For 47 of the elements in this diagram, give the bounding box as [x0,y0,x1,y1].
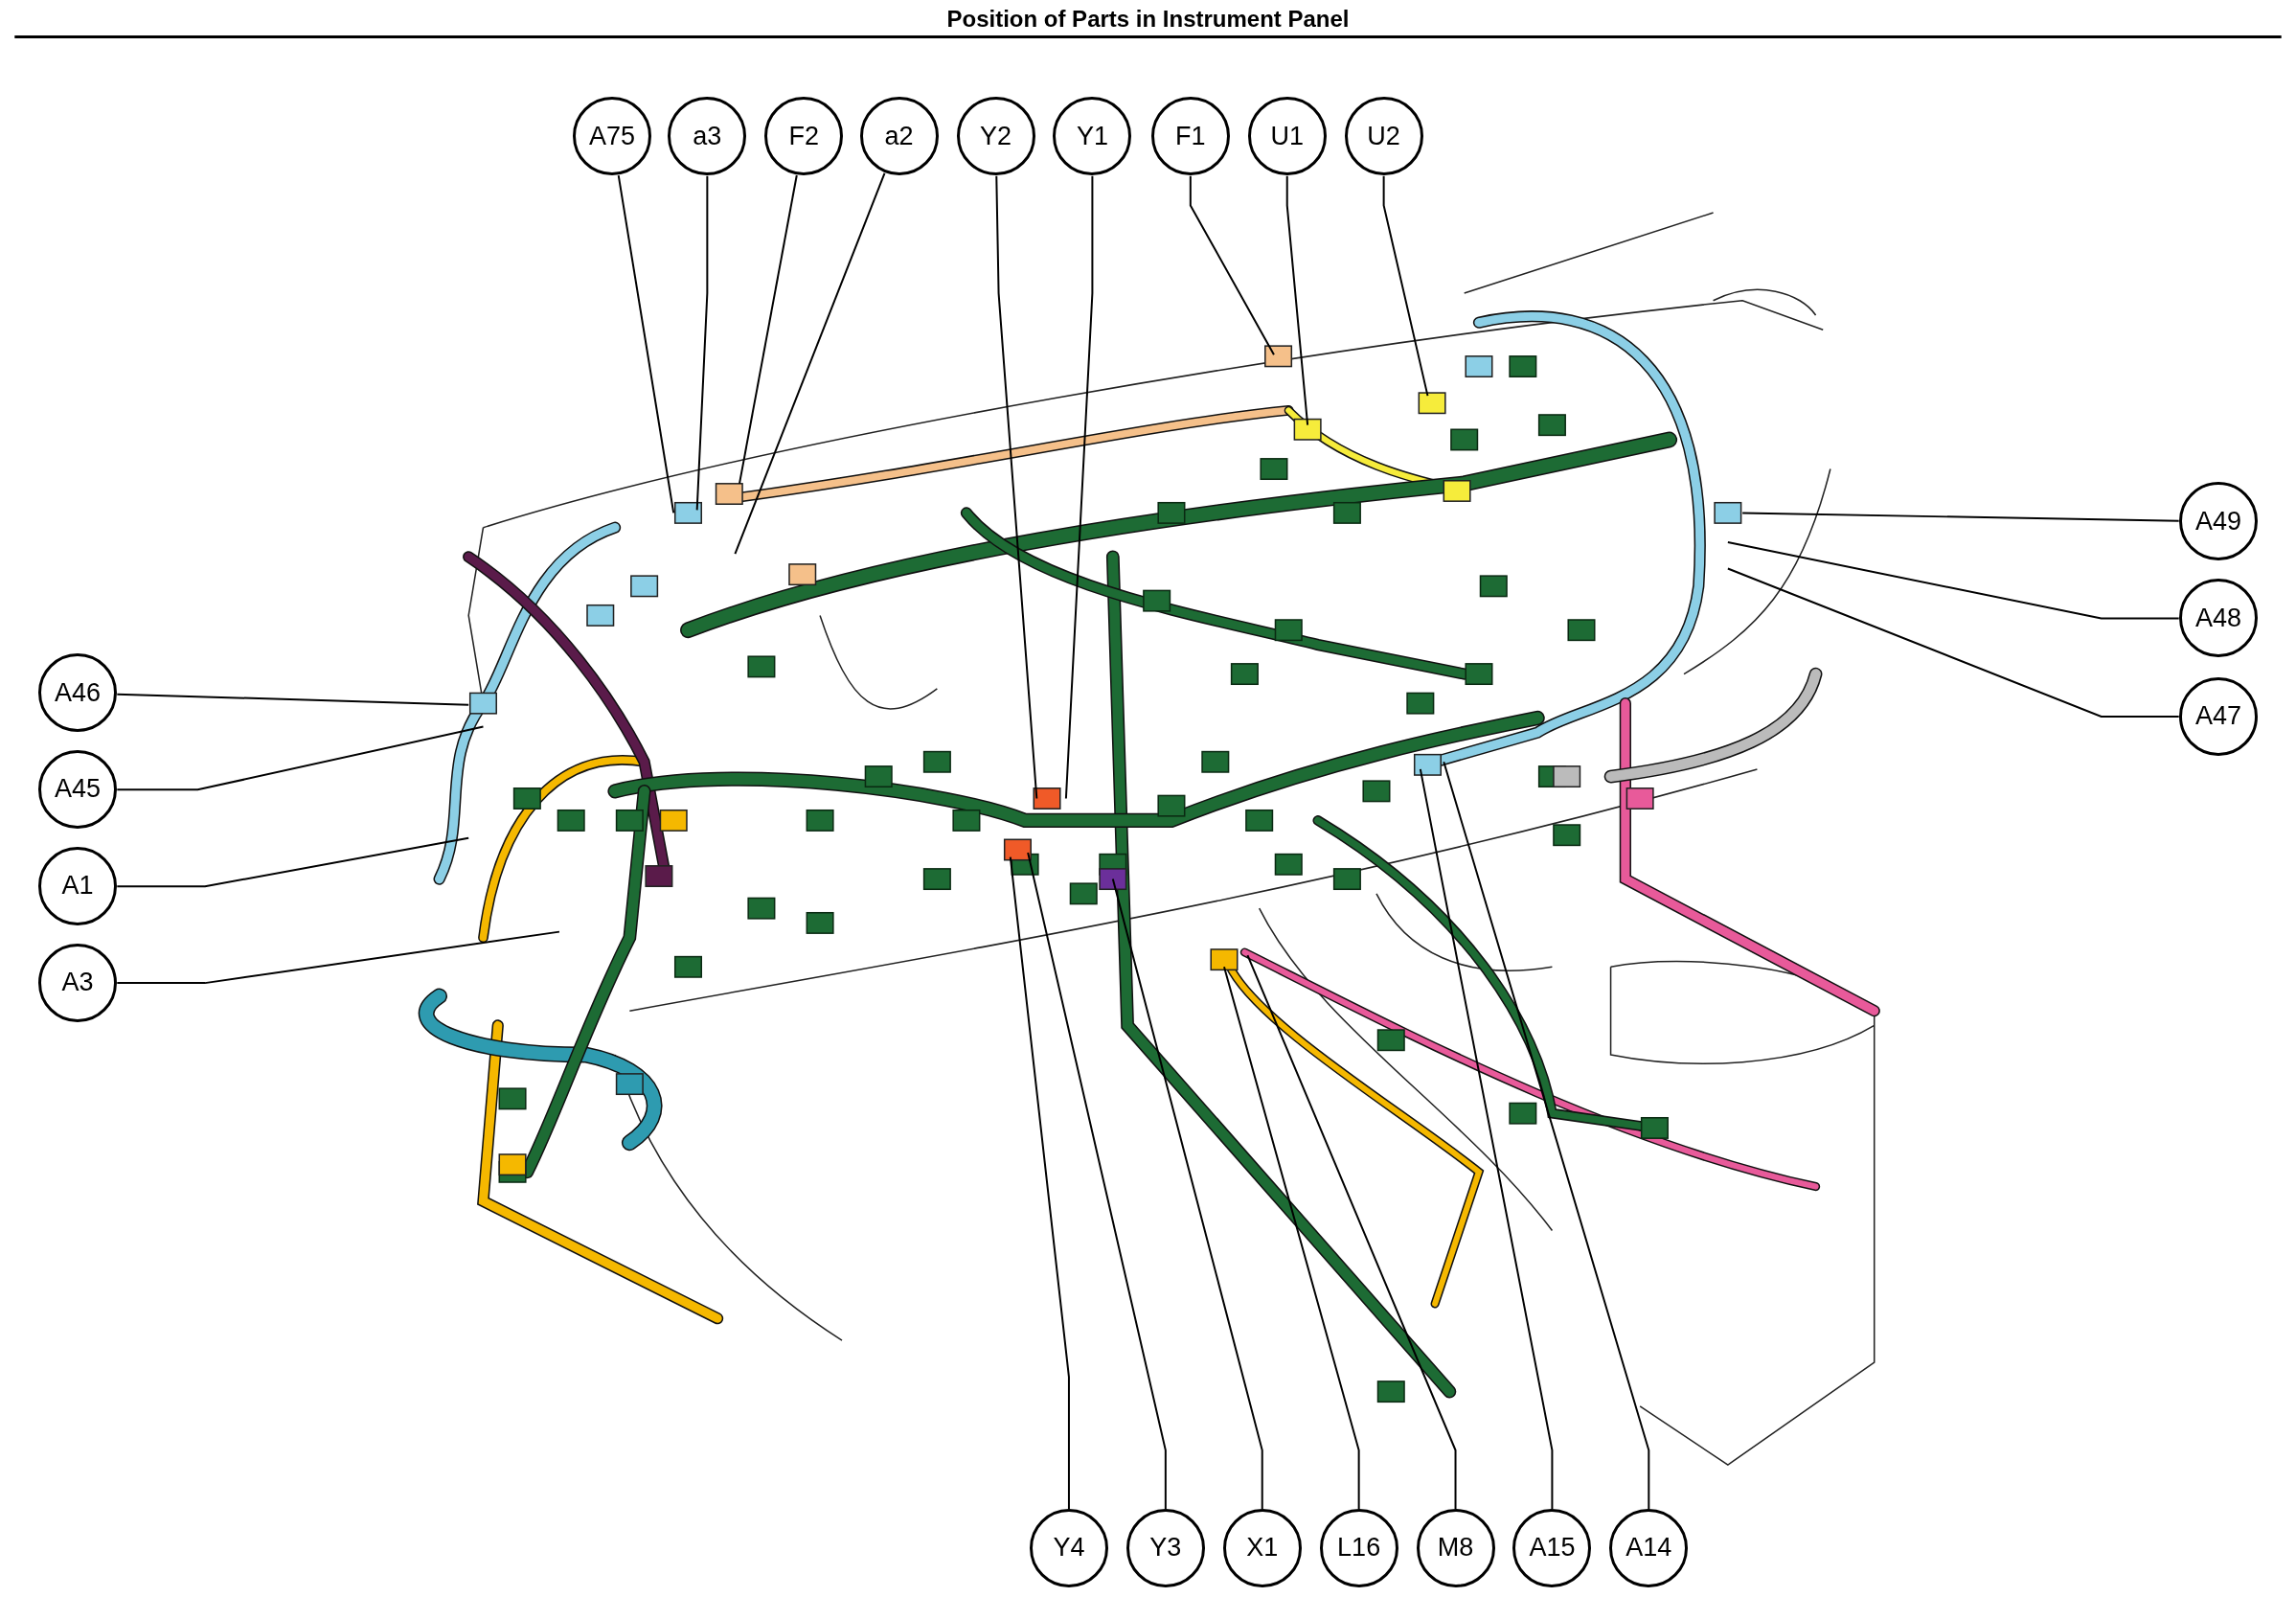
callout-number: A45 [38,749,117,829]
callout-number: M8 [1416,1508,1495,1587]
leader-line [1009,856,1070,1510]
callout-number: X1 [1222,1508,1302,1587]
leader-line [734,171,886,556]
callout-number: A3 [38,943,117,1022]
leader-line [116,693,470,706]
callout-number: a3 [668,97,747,176]
leader-line [1246,954,1457,1510]
callout-number: A49 [2178,482,2258,561]
callout-number: A1 [38,846,117,925]
callout-number: Y2 [956,97,1035,176]
leader-line [739,174,798,485]
callout-number: F2 [764,97,844,176]
callout-number: A75 [573,97,651,176]
leader-line [1741,512,2180,522]
callout-number: A15 [1512,1508,1592,1587]
leader-line [1064,174,1094,800]
leader-line [1111,878,1263,1510]
callout-number: L16 [1319,1508,1398,1587]
callout-number: A48 [2178,579,2258,658]
leader-line [116,725,485,791]
leader-line [995,174,1038,800]
leader-line [1189,174,1275,356]
callout-number: A46 [38,653,117,733]
leader-line [1419,767,1554,1510]
leader-line [1027,852,1167,1510]
callout-number: Y3 [1125,1508,1205,1587]
page-title: Position of Parts in Instrument Panel [945,6,1351,33]
leader-line [1285,174,1309,426]
leader-line [1726,541,2180,620]
leader-line [116,836,470,888]
callout-number: U1 [1247,97,1327,176]
callout-number: A14 [1609,1508,1689,1587]
leader-line [1726,567,2180,718]
callout-number: A47 [2178,676,2258,756]
leader-line [1223,966,1360,1510]
callout-number: Y1 [1053,97,1132,176]
callout-number: F1 [1150,97,1230,176]
callout-number: a2 [859,97,939,176]
callout-number: Y4 [1029,1508,1108,1587]
leader-line [617,174,675,514]
leader-line [1382,174,1429,398]
leader-line [116,930,560,985]
callout-number: U2 [1344,97,1423,176]
leader-line [695,174,709,512]
leader-line [1443,761,1650,1510]
